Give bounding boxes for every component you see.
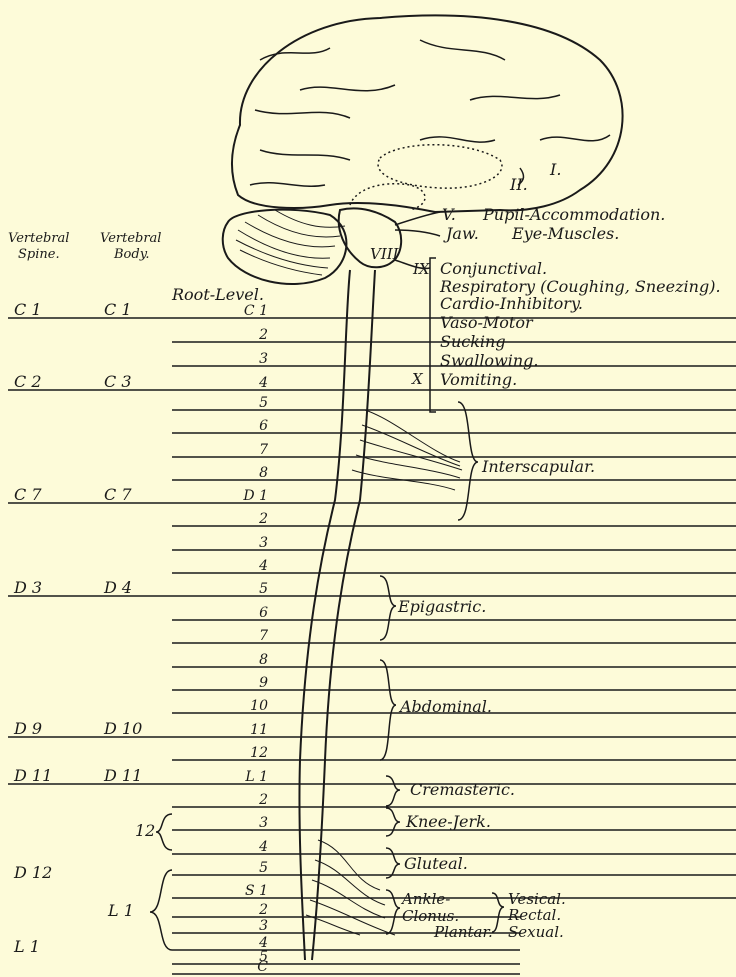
root-level-label-8: 8 <box>259 465 268 481</box>
vertebral-body-label-1: C 1 <box>104 300 132 319</box>
root-level-label-20: 12 <box>250 745 268 761</box>
root-level-label-4: 4 <box>258 375 268 391</box>
root-level-label-18: 10 <box>250 698 268 714</box>
nerve-VIII-label: VIII <box>370 245 400 263</box>
root-level-label-22: 2 <box>258 792 268 808</box>
gluteal-label: Gluteal. <box>404 854 468 873</box>
ankle-label: Ankle- <box>400 890 450 908</box>
bladder-brace <box>492 893 504 932</box>
medullary-reflex-1: Conjunctival. <box>440 259 547 278</box>
root-level-label-21: L 1 <box>244 769 268 785</box>
nerve-fibre-3 <box>360 440 462 470</box>
vertebral-body-label-13: D 4 <box>103 578 132 597</box>
sexual-label: Sexual. <box>508 923 564 941</box>
vertebral-spine-label-19: D 9 <box>13 719 42 738</box>
spinal-cord <box>299 270 375 960</box>
vertebral-spine-label-4: C 2 <box>14 372 42 391</box>
abdominal-label: Abdominal. <box>398 697 492 716</box>
vertebral-body-header-line2: Body. <box>113 247 149 262</box>
nerve-I-label: I. <box>549 160 561 179</box>
brain-illustration <box>223 15 623 284</box>
root-level-label-11: 3 <box>259 535 268 551</box>
epigastric-label: Epigastric. <box>397 597 486 616</box>
vertebral-body-label-9: C 7 <box>104 485 132 504</box>
root-level-label-28: 3 <box>259 918 268 934</box>
spine-l1-label: L 1 <box>13 937 40 956</box>
abdominal-brace <box>380 660 396 760</box>
rectal-label: Rectal. <box>507 906 561 924</box>
medullary-reflex-7: Vomiting. <box>440 370 517 389</box>
vertebral-spine-label-1: C 1 <box>14 300 42 319</box>
vertebral-body-label-19: D 10 <box>103 719 142 738</box>
root-level-label-5: 5 <box>259 395 268 411</box>
nerve-X-label: X <box>411 370 424 388</box>
lower-vertebrae: 12 D 12 L 1 L 1 <box>13 814 172 956</box>
nerve-II-label: II. <box>509 175 528 194</box>
nerve-V-label: V. <box>442 205 456 224</box>
root-level-label-3: 3 <box>259 351 268 367</box>
body-l1-label: L 1 <box>107 901 134 920</box>
nerve-fibre-1 <box>365 410 460 462</box>
root-level-label-12: 4 <box>258 558 268 574</box>
body-12-brace <box>156 814 172 850</box>
root-level-label-31: C <box>257 959 268 975</box>
jaw-label: Jaw. <box>443 224 479 243</box>
vertebral-spine-label-13: D 3 <box>13 578 42 597</box>
vertebral-body-header-line1: Vertebral <box>100 231 161 246</box>
root-level-label-10: 2 <box>258 511 268 527</box>
knee-jerk-label: Knee-Jerk. <box>405 812 491 831</box>
segment-lines <box>8 318 736 974</box>
nerve-fibre-8 <box>312 880 385 918</box>
root-level-label-6: 6 <box>259 418 268 434</box>
nerve-IX-label: IX <box>412 260 431 278</box>
root-level-label-26: S 1 <box>245 883 268 899</box>
plantar-label: Plantar. <box>433 923 493 941</box>
body-l1-brace <box>150 870 172 950</box>
reflex-texts: Interscapular. Epigastric. Abdominal. Cr… <box>397 457 595 941</box>
column-headers: Vertebral Spine. Vertebral Body. Root-Le… <box>8 231 264 304</box>
root-level-label-1: C 1 <box>244 303 268 319</box>
root-level-label-27: 2 <box>258 902 268 918</box>
vertebral-spine-header-line1: Vertebral <box>8 231 69 246</box>
root-level-label-19: 11 <box>250 722 268 738</box>
root-level-label-15: 7 <box>259 628 268 644</box>
pupil-accommodation-label: Pupil-Accommodation. <box>482 205 665 224</box>
vertebral-spine-label-21: D 11 <box>13 766 52 785</box>
root-level-label-14: 6 <box>259 605 268 621</box>
epigastric-brace <box>380 576 396 640</box>
medullary-reflex-4: Vaso-Motor <box>440 313 534 332</box>
vertebral-spine-label-9: C 7 <box>14 485 42 504</box>
vertebral-spine-header-line2: Spine. <box>18 247 60 262</box>
root-level-label-13: 5 <box>259 581 268 597</box>
root-level-label-23: 3 <box>259 815 268 831</box>
root-level-label-25: 5 <box>259 860 268 876</box>
vertebral-body-label-21: D 11 <box>103 766 142 785</box>
root-level-label-16: 8 <box>259 652 268 668</box>
medullary-reflex-6: Swallowing. <box>440 351 539 370</box>
medullary-reflex-5: Sucking <box>440 332 506 351</box>
medullary-bracket <box>430 258 436 412</box>
eye-muscles-label: Eye-Muscles. <box>511 224 619 243</box>
gluteal-brace <box>386 848 400 878</box>
ankle-clonus-brace <box>386 890 400 934</box>
spine-d12-label: D 12 <box>13 863 52 882</box>
root-level-label-7: 7 <box>259 442 268 458</box>
cremasteric-label: Cremasteric. <box>410 780 515 799</box>
interscapular-label: Interscapular. <box>481 457 595 476</box>
root-level-label-17: 9 <box>259 675 268 691</box>
cremasteric-brace <box>386 776 400 806</box>
medullary-reflex-3: Cardio-Inhibitory. <box>440 294 583 313</box>
root-level-label-24: 4 <box>258 839 268 855</box>
vertebral-body-label-4: C 3 <box>104 372 132 391</box>
medullary-reflexes: Conjunctival.Respiratory (Coughing, Snee… <box>439 259 721 389</box>
root-level-label-2: 2 <box>258 327 268 343</box>
root-level-label-9: D 1 <box>242 488 268 504</box>
knee-jerk-brace <box>386 808 400 836</box>
body-12-label: 12 <box>135 821 155 840</box>
root-level-header: Root-Level. <box>171 285 264 304</box>
